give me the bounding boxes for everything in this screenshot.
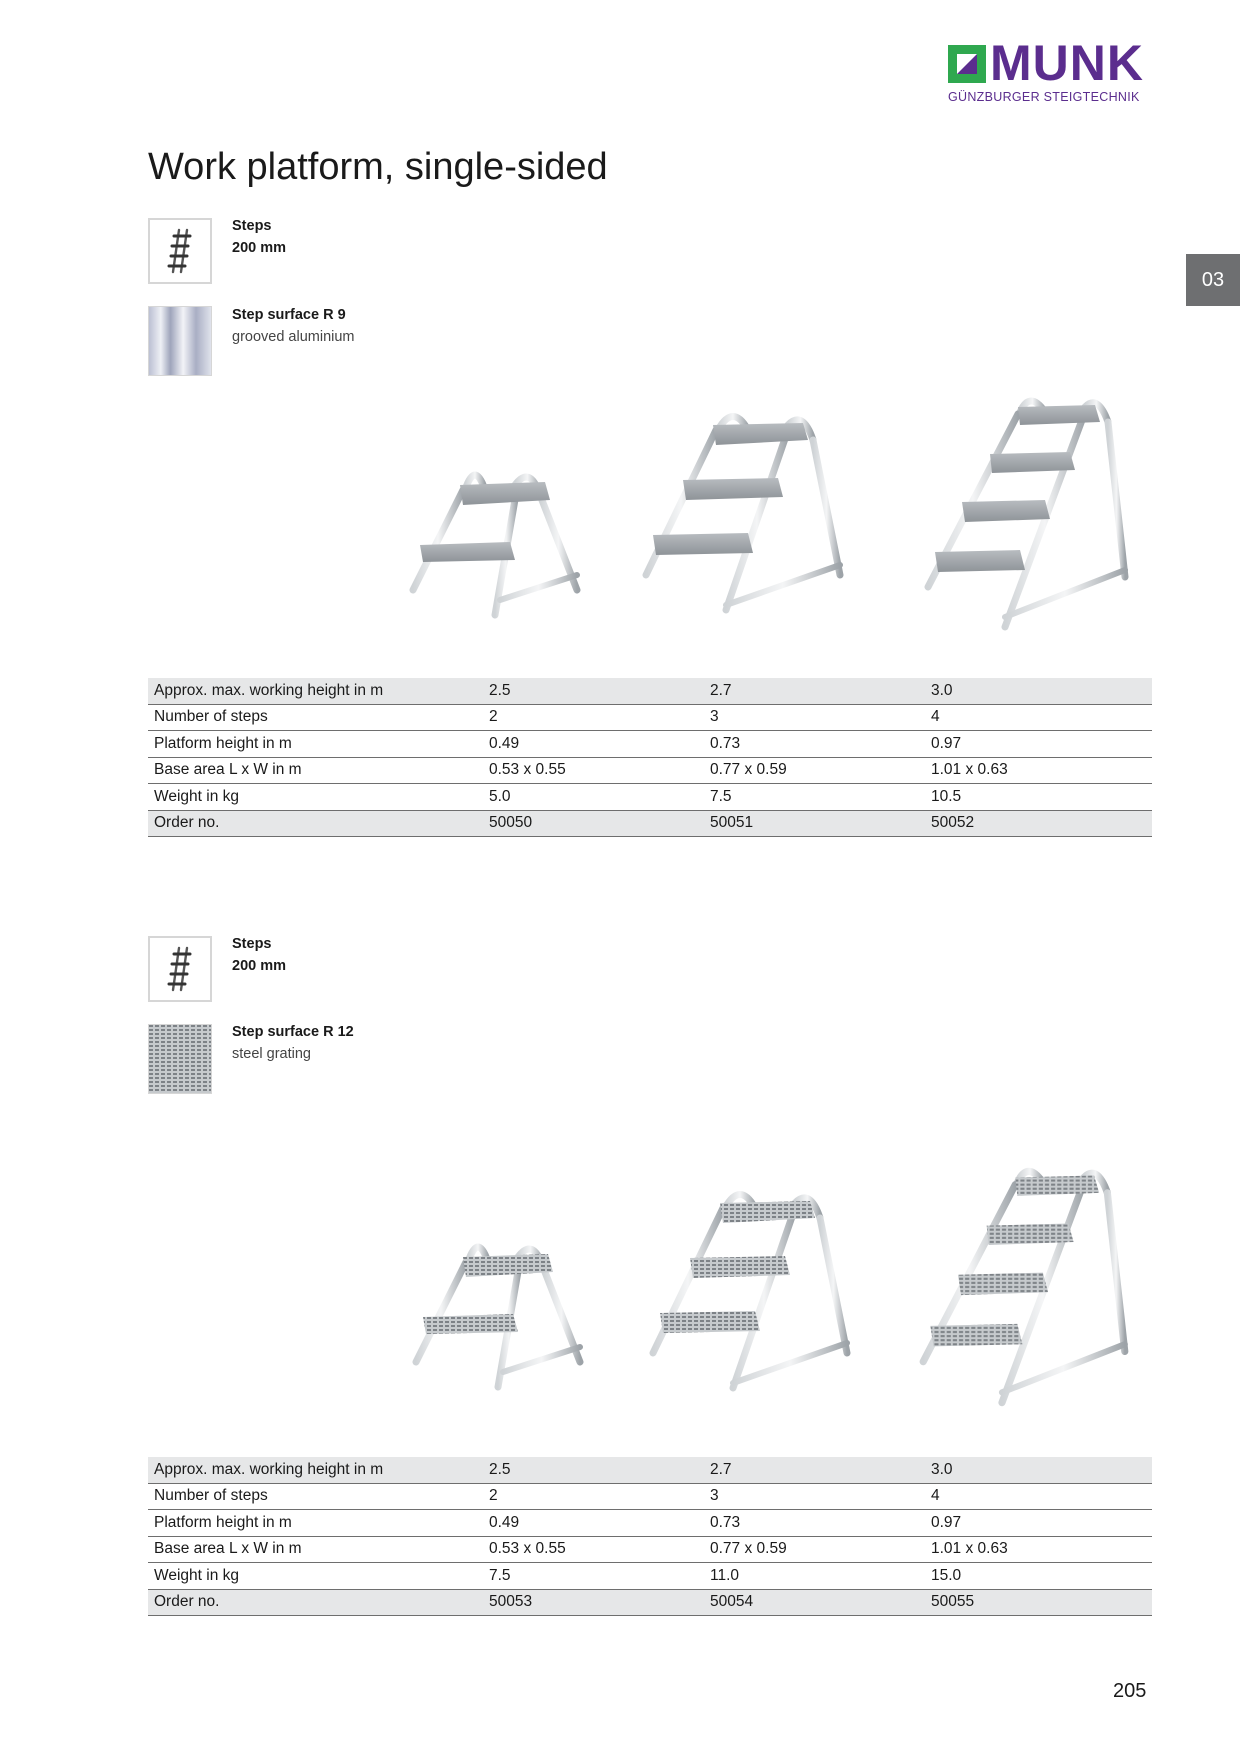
feature-steps: Steps 200 mm: [232, 933, 286, 977]
steel-grating-icon: [147, 1023, 213, 1095]
feature-subtitle: steel grating: [232, 1046, 311, 1062]
feature-title: Step surface R 12: [232, 1024, 354, 1040]
brand-logo: MUNK GÜNZBURGER STEIGTECHNIK: [948, 36, 1154, 108]
steps-icon: [148, 218, 212, 284]
feature-subtitle: 200 mm: [232, 958, 287, 974]
table-row: Base area L x W in m 0.53 x 0.55 0.77 x …: [148, 757, 1152, 784]
feature-subtitle: grooved aluminium: [232, 329, 355, 345]
feature-title: Steps: [232, 218, 272, 234]
brand-tagline: GÜNZBURGER STEIGTECHNIK: [948, 90, 1140, 104]
table-row: Platform height in m 0.49 0.73 0.97: [148, 1509, 1152, 1537]
platform-image-2-steps-grating: [412, 1243, 584, 1391]
feature-title: Steps: [232, 936, 272, 952]
table-row: Weight in kg 5.0 7.5 10.5: [148, 783, 1152, 811]
table-row: Order no. 50053 50054 50055: [148, 1589, 1152, 1616]
chapter-tab[interactable]: 03: [1186, 254, 1240, 306]
table-row: Platform height in m 0.49 0.73 0.97: [148, 730, 1152, 758]
feature-subtitle: 200 mm: [232, 240, 287, 256]
platform-image-2-steps: [409, 471, 581, 619]
feature-title: Step surface R 9: [232, 307, 346, 323]
feature-step-surface: Step surface R 12 steel grating: [232, 1021, 354, 1065]
platform-image-4-steps-grating: [919, 1167, 1129, 1407]
table-row: Approx. max. working height in m 2.5 2.7…: [148, 678, 1152, 705]
platform-image-3-steps-grating: [649, 1191, 851, 1392]
feature-step-surface: Step surface R 9 grooved aluminium: [232, 304, 355, 348]
table-row: Approx. max. working height in m 2.5 2.7…: [148, 1457, 1152, 1484]
page-title: Work platform, single-sided: [148, 146, 608, 188]
table-row: Weight in kg 7.5 11.0 15.0: [148, 1562, 1152, 1590]
munk-logo-icon: [948, 45, 986, 83]
brand-name: MUNK: [990, 35, 1144, 91]
platform-image-3-steps: [642, 413, 844, 614]
steps-icon: [148, 936, 212, 1002]
table-row: Order no. 50050 50051 50052: [148, 810, 1152, 837]
page-number: 205: [1113, 1680, 1147, 1702]
table-row: Number of steps 2 3 4: [148, 1483, 1152, 1510]
table-row: Number of steps 2 3 4: [148, 704, 1152, 731]
spec-table-aluminium: Approx. max. working height in m 2.5 2.7…: [148, 678, 1152, 837]
table-row: Base area L x W in m 0.53 x 0.55 0.77 x …: [148, 1536, 1152, 1563]
platform-image-4-steps: [924, 397, 1129, 631]
feature-steps: Steps 200 mm: [232, 215, 286, 259]
grooved-aluminium-icon: [147, 305, 213, 377]
spec-table-steel-grating: Approx. max. working height in m 2.5 2.7…: [148, 1457, 1152, 1616]
